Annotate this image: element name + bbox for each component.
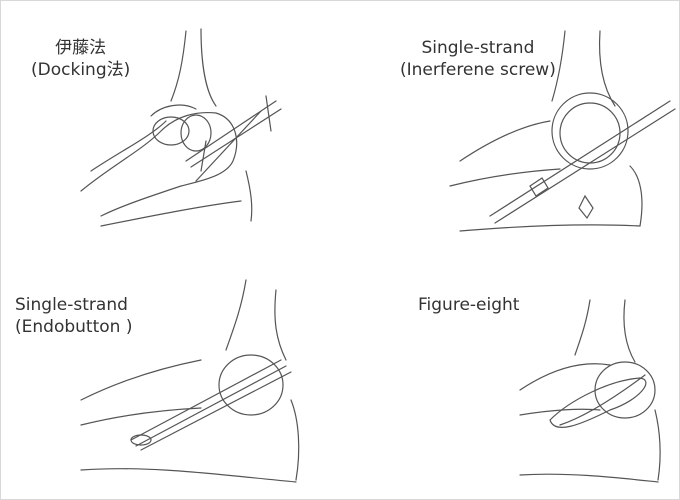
title-text: Single-strand <box>421 38 535 58</box>
title-text: 伊藤法 <box>55 38 107 58</box>
panel-title: Single-strand (Inerferene screw) <box>400 37 556 81</box>
elbow-illustration-interference-screw <box>449 30 676 232</box>
panel-title: Single-strand (Endobutton ) <box>15 294 132 338</box>
title-text: Figure-eight <box>418 295 520 315</box>
panel-interference-screw: Single-strand (Inerferene screw) <box>340 1 679 250</box>
panel-docking-technique: 伊藤法 (Docking法) <box>1 1 340 250</box>
elbow-illustration-endobutton <box>80 279 300 483</box>
elbow-illustration-figure-eight <box>519 299 661 483</box>
title-text: Single-strand <box>15 295 128 315</box>
panel-title: Figure-eight <box>418 294 519 316</box>
panel-endobutton: Single-strand (Endobutton ) <box>1 250 340 499</box>
subtitle-text: (Inerferene screw) <box>400 60 556 80</box>
panel-title: 伊藤法 (Docking法) <box>31 37 130 81</box>
panel-figure-eight: Figure-eight <box>340 250 679 499</box>
subtitle-text: (Endobutton ) <box>15 317 133 337</box>
elbow-illustration-docking <box>80 28 282 227</box>
subtitle-text: (Docking法) <box>31 60 131 80</box>
